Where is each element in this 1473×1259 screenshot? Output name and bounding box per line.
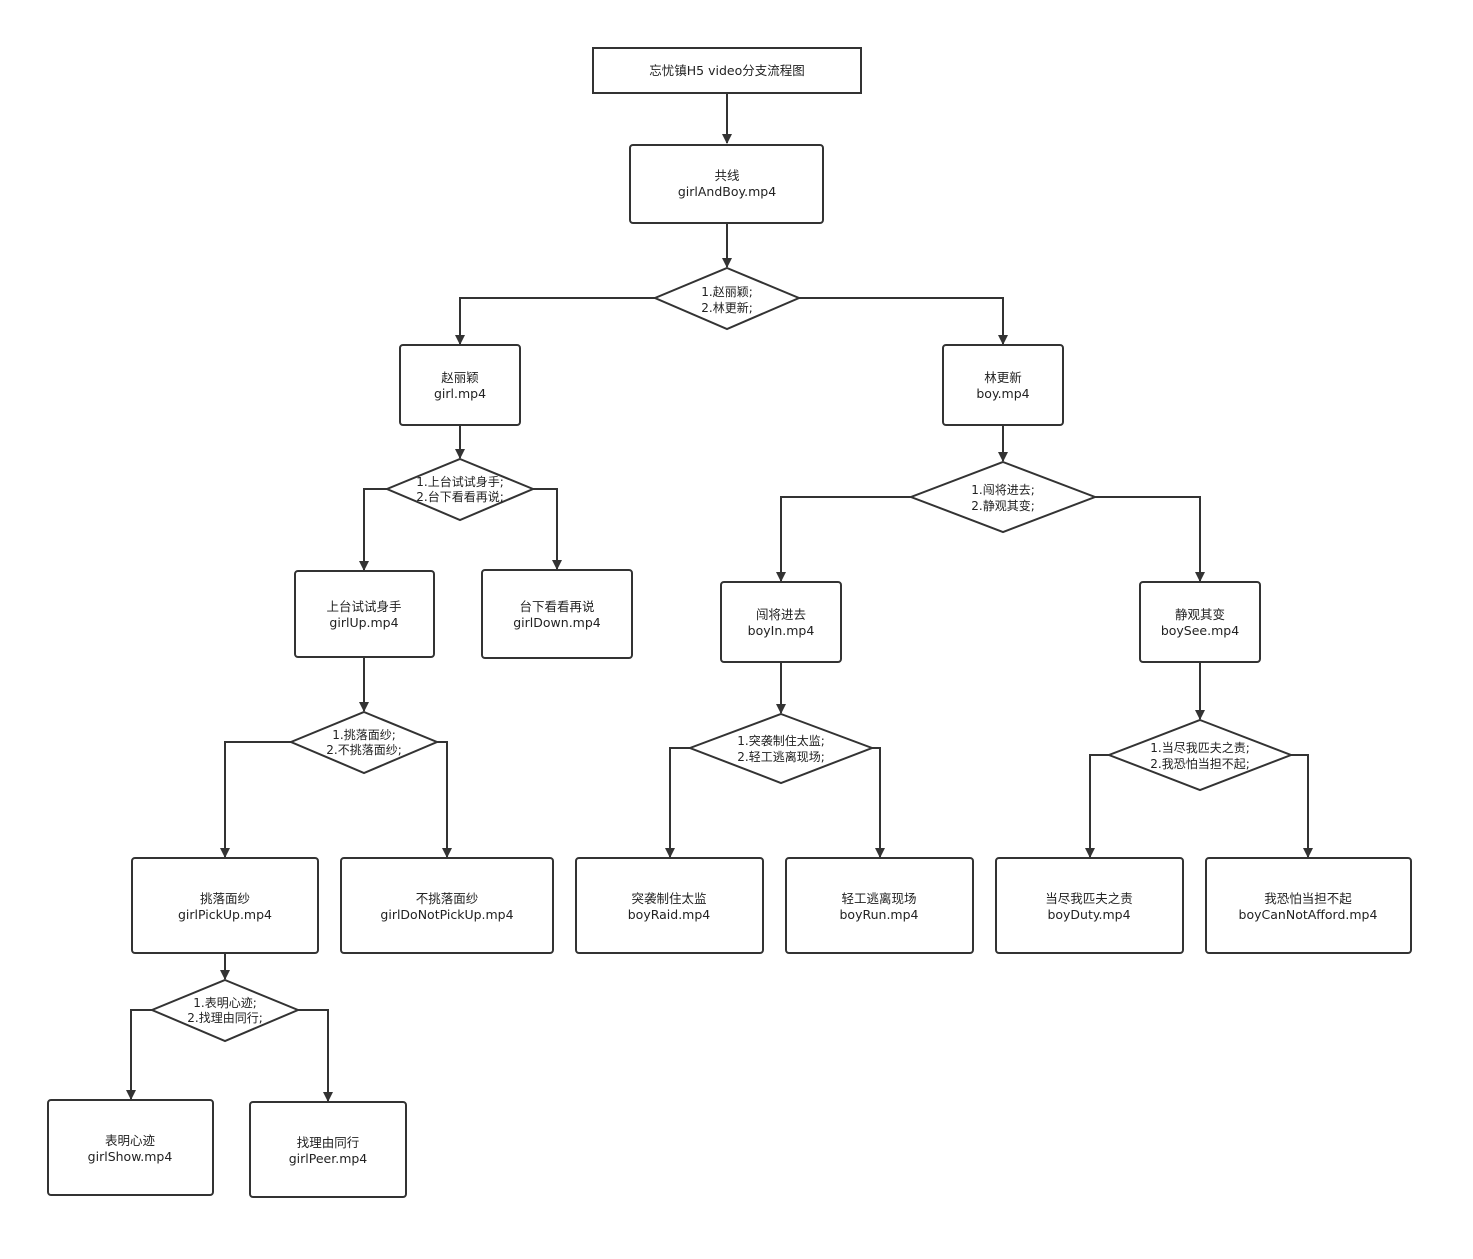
edge-dboy-boyin bbox=[776, 496, 911, 582]
node-girlshow-file: girlShow.mp4 bbox=[88, 1149, 173, 1164]
decision-girl-option-1: 1.上台试试身手; bbox=[416, 474, 504, 489]
edge-choose-girl bbox=[455, 297, 655, 345]
node-girldonotpickup-label: 不挑落面纱 bbox=[416, 891, 479, 906]
decision-boyin-option-1: 1.突袭制住太监; bbox=[737, 733, 825, 748]
decision-girl: 1.上台试试身手; 2.台下看看再说; bbox=[384, 457, 536, 522]
decision-girlup-option-1: 1.挑落面纱; bbox=[332, 728, 396, 742]
node-boyin: 闯将进去 boyIn.mp4 bbox=[720, 581, 842, 663]
decision-choose: 1.赵丽颖; 2.林更新; bbox=[652, 266, 802, 331]
decision-boysee-option-1: 1.当尽我匹夫之责; bbox=[1150, 741, 1250, 755]
edges bbox=[126, 93, 1313, 1102]
node-boysee-label: 静观其变 bbox=[1175, 607, 1225, 622]
decision-choose-option-2: 2.林更新; bbox=[701, 300, 753, 315]
node-boyin-label: 闯将进去 bbox=[756, 607, 806, 622]
node-girlup-label: 上台试试身手 bbox=[326, 599, 401, 614]
node-girlshow: 表明心迹 girlShow.mp4 bbox=[47, 1099, 214, 1196]
decision-boysee: 1.当尽我匹夫之责; 2.我恐怕当担不起; bbox=[1106, 718, 1294, 792]
node-boysee-file: boySee.mp4 bbox=[1161, 623, 1239, 638]
decision-girlup-option-2: 2.不挑落面纱; bbox=[326, 743, 402, 757]
node-boyduty-file: boyDuty.mp4 bbox=[1047, 907, 1130, 922]
node-girlpickup-label: 挑落面纱 bbox=[200, 891, 250, 906]
node-girlpeer-file: girlPeer.mp4 bbox=[289, 1151, 368, 1166]
node-boyrun: 轻工逃离现场 boyRun.mp4 bbox=[785, 857, 974, 954]
node-girldown-label: 台下看看再说 bbox=[519, 599, 594, 614]
edge-dpick-peer bbox=[298, 1009, 333, 1102]
node-girldown-file: girlDown.mp4 bbox=[513, 615, 601, 630]
edge-dboysee-cannotafford bbox=[1291, 754, 1313, 858]
node-boyraid-label: 突袭制住太监 bbox=[631, 891, 706, 906]
edge-dboyin-run bbox=[872, 747, 885, 858]
node-girlpickup-file: girlPickUp.mp4 bbox=[178, 907, 272, 922]
node-boycannotafford: 我恐怕当担不起 boyCanNotAfford.mp4 bbox=[1205, 857, 1412, 954]
edge-dboysee-duty bbox=[1085, 754, 1109, 858]
decision-choose-option-1: 1.赵丽颖; bbox=[701, 285, 753, 299]
node-boy: 林更新 boy.mp4 bbox=[942, 344, 1064, 426]
decision-boyin-option-2: 2.轻工逃离现场; bbox=[737, 749, 825, 764]
edge-dgirl-girlup bbox=[359, 488, 387, 571]
decision-boy-option-2: 2.静观其变; bbox=[971, 498, 1035, 513]
decision-pick-option-2: 2.找理由同行; bbox=[187, 1011, 263, 1025]
decision-girl-option-2: 2.台下看看再说; bbox=[416, 489, 504, 504]
node-common-file: girlAndBoy.mp4 bbox=[678, 184, 776, 199]
edge-dgirlup-donotpickup bbox=[437, 741, 452, 858]
node-girl: 赵丽颖 girl.mp4 bbox=[399, 344, 521, 426]
node-boyrun-label: 轻工逃离现场 bbox=[841, 891, 916, 906]
edge-dgirl-girldown bbox=[533, 488, 562, 570]
node-boycannotafford-file: boyCanNotAfford.mp4 bbox=[1239, 907, 1378, 922]
node-boyduty-label: 当尽我匹夫之责 bbox=[1045, 891, 1133, 906]
node-girlpeer: 找理由同行 girlPeer.mp4 bbox=[249, 1101, 407, 1198]
decision-boy-option-1: 1.闯将进去; bbox=[971, 482, 1035, 497]
node-girlup: 上台试试身手 girlUp.mp4 bbox=[294, 570, 435, 658]
node-girldonotpickup-file: girlDoNotPickUp.mp4 bbox=[380, 907, 513, 922]
decision-boyin: 1.突袭制住太监; 2.轻工逃离现场; bbox=[687, 712, 875, 785]
node-girlup-file: girlUp.mp4 bbox=[329, 615, 398, 630]
edge-dpick-show bbox=[126, 1009, 152, 1100]
node-boyduty: 当尽我匹夫之责 boyDuty.mp4 bbox=[995, 857, 1184, 954]
node-girlpickup: 挑落面纱 girlPickUp.mp4 bbox=[131, 857, 319, 954]
node-boyraid-file: boyRaid.mp4 bbox=[628, 907, 711, 922]
node-girldown: 台下看看再说 girlDown.mp4 bbox=[481, 569, 633, 659]
node-common-label: 共线 bbox=[714, 168, 740, 183]
edge-dboy-boysee bbox=[1095, 496, 1205, 582]
decision-pick-option-1: 1.表明心迹; bbox=[193, 996, 257, 1010]
node-girl-file: girl.mp4 bbox=[434, 386, 486, 401]
node-girlpeer-label: 找理由同行 bbox=[297, 1135, 360, 1150]
node-boy-label: 林更新 bbox=[984, 370, 1022, 385]
node-boyraid: 突袭制住太监 boyRaid.mp4 bbox=[575, 857, 764, 954]
node-boyin-file: boyIn.mp4 bbox=[748, 623, 815, 638]
node-common: 共线 girlAndBoy.mp4 bbox=[629, 144, 824, 224]
node-title: 忘忧镇H5 video分支流程图 bbox=[592, 47, 862, 94]
node-boycannotafford-label: 我恐怕当担不起 bbox=[1264, 891, 1352, 906]
decision-boysee-option-2: 2.我恐怕当担不起; bbox=[1150, 756, 1250, 771]
title-label: 忘忧镇H5 video分支流程图 bbox=[649, 63, 804, 78]
node-boysee: 静观其变 boySee.mp4 bbox=[1139, 581, 1261, 663]
edge-choose-boy bbox=[799, 297, 1008, 345]
node-girl-label: 赵丽颖 bbox=[441, 370, 479, 385]
decision-pick: 1.表明心迹; 2.找理由同行; bbox=[149, 978, 301, 1043]
edge-dboyin-raid bbox=[665, 747, 690, 858]
decision-girlup: 1.挑落面纱; 2.不挑落面纱; bbox=[288, 710, 440, 775]
edge-dgirlup-pickup bbox=[220, 741, 291, 858]
node-girldonotpickup: 不挑落面纱 girlDoNotPickUp.mp4 bbox=[340, 857, 554, 954]
node-boyrun-file: boyRun.mp4 bbox=[840, 907, 919, 922]
node-girlshow-label: 表明心迹 bbox=[105, 1133, 156, 1148]
decision-boy: 1.闯将进去; 2.静观其变; bbox=[908, 460, 1098, 534]
node-boy-file: boy.mp4 bbox=[976, 386, 1029, 401]
